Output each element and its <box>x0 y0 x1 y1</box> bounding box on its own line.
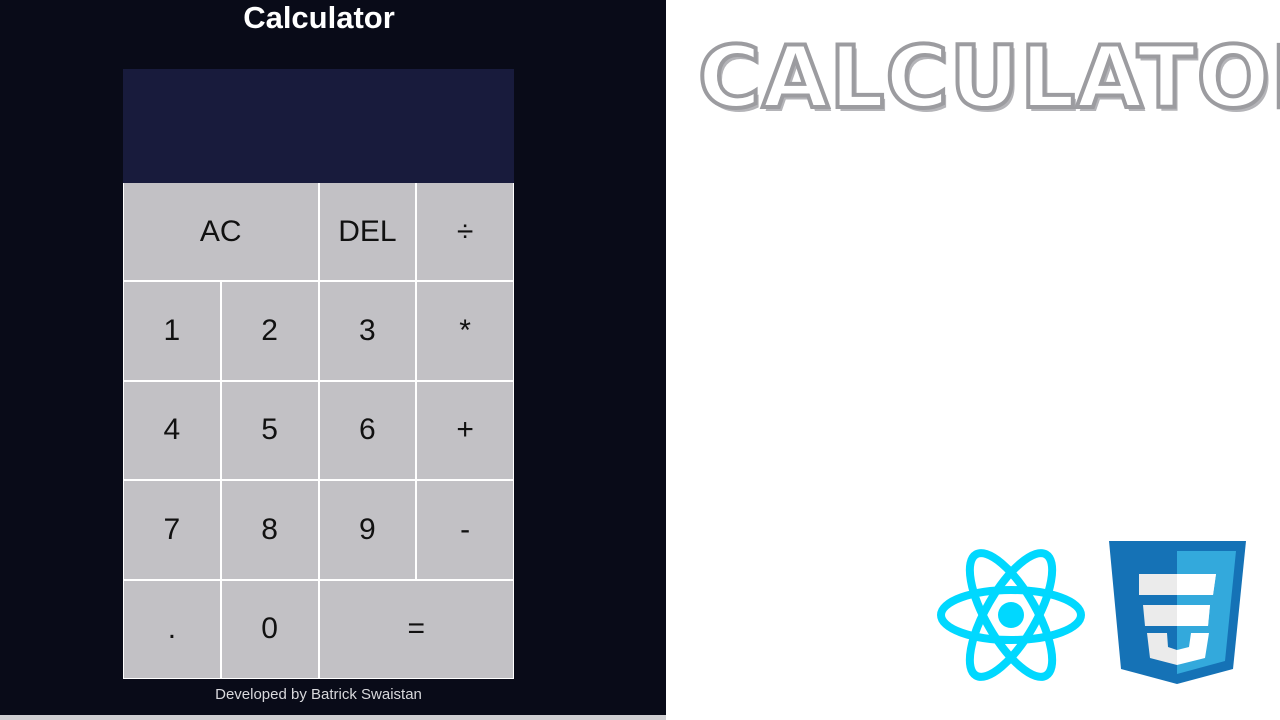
bottom-divider <box>0 715 666 720</box>
digit-6-button[interactable]: 6 <box>319 381 416 480</box>
decimal-button[interactable]: . <box>124 580 220 678</box>
keypad: AC DEL ÷ 1 2 3 * 4 5 6 + 7 8 9 - . 0 = <box>123 183 514 679</box>
react-logo-icon <box>937 549 1085 681</box>
digit-2-button[interactable]: 2 <box>221 282 318 380</box>
digit-0-button[interactable]: 0 <box>221 580 318 678</box>
digit-4-button[interactable]: 4 <box>124 381 220 480</box>
digit-8-button[interactable]: 8 <box>221 481 318 579</box>
css3-logo-icon <box>1109 541 1246 684</box>
digit-7-button[interactable]: 7 <box>124 481 220 579</box>
divide-button[interactable]: ÷ <box>417 183 513 281</box>
developer-credit: Developed by Batrick Swaistan <box>215 686 422 703</box>
multiply-button[interactable]: * <box>417 282 513 380</box>
digit-5-button[interactable]: 5 <box>221 381 318 480</box>
digit-9-button[interactable]: 9 <box>319 481 416 579</box>
calculator: AC DEL ÷ 1 2 3 * 4 5 6 + 7 8 9 - . 0 = <box>123 69 514 679</box>
subtract-button[interactable]: - <box>417 481 513 579</box>
calculator-app-panel: Calculator AC DEL ÷ 1 2 3 * 4 5 6 + 7 8 … <box>0 0 666 715</box>
promo-headline: CALCULATOR <box>696 28 1280 128</box>
digit-3-button[interactable]: 3 <box>319 282 416 380</box>
app-title: Calculator <box>243 0 395 35</box>
digit-1-button[interactable]: 1 <box>124 282 220 380</box>
all-clear-button[interactable]: AC <box>124 183 318 281</box>
equals-button[interactable]: = <box>319 580 513 678</box>
delete-button[interactable]: DEL <box>319 183 416 281</box>
calculator-display <box>123 69 514 183</box>
add-button[interactable]: + <box>417 381 513 480</box>
